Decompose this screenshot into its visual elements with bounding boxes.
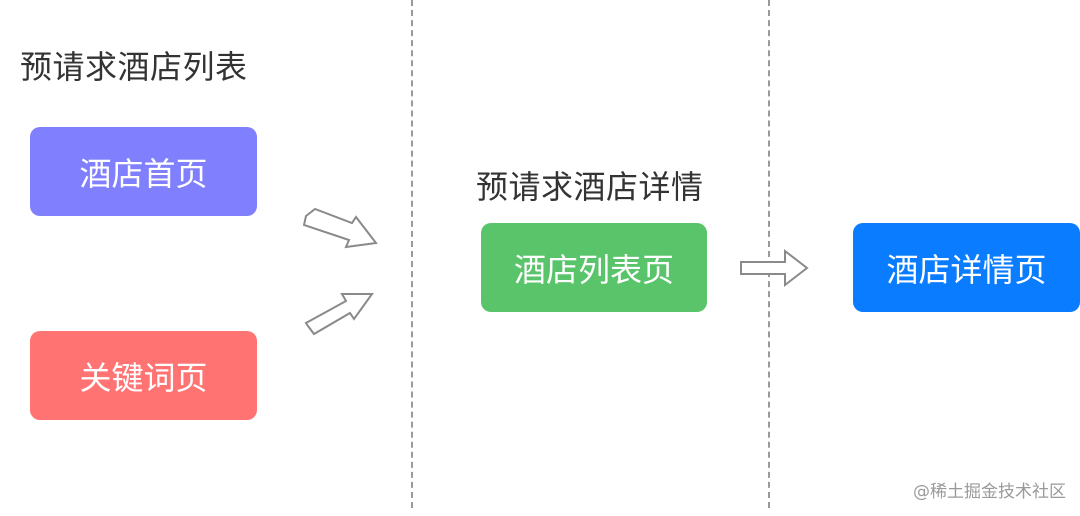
heading-prefetch-hotel-list: 预请求酒店列表 [20,48,248,86]
divider-left [411,0,413,508]
heading-prefetch-hotel-detail: 预请求酒店详情 [476,168,704,206]
divider-right [768,0,770,508]
keyword-page-box[interactable]: 关键词页 [30,331,257,420]
hotel-list-page-box[interactable]: 酒店列表页 [481,223,707,312]
hotel-home-box[interactable]: 酒店首页 [30,127,257,216]
arrow-up-right-icon [304,293,374,336]
watermark: @稀土掘金技术社区 [913,482,1066,502]
arrow-down-right-icon [302,207,378,249]
arrow-right-icon [740,248,809,288]
hotel-detail-page-box[interactable]: 酒店详情页 [853,223,1080,312]
